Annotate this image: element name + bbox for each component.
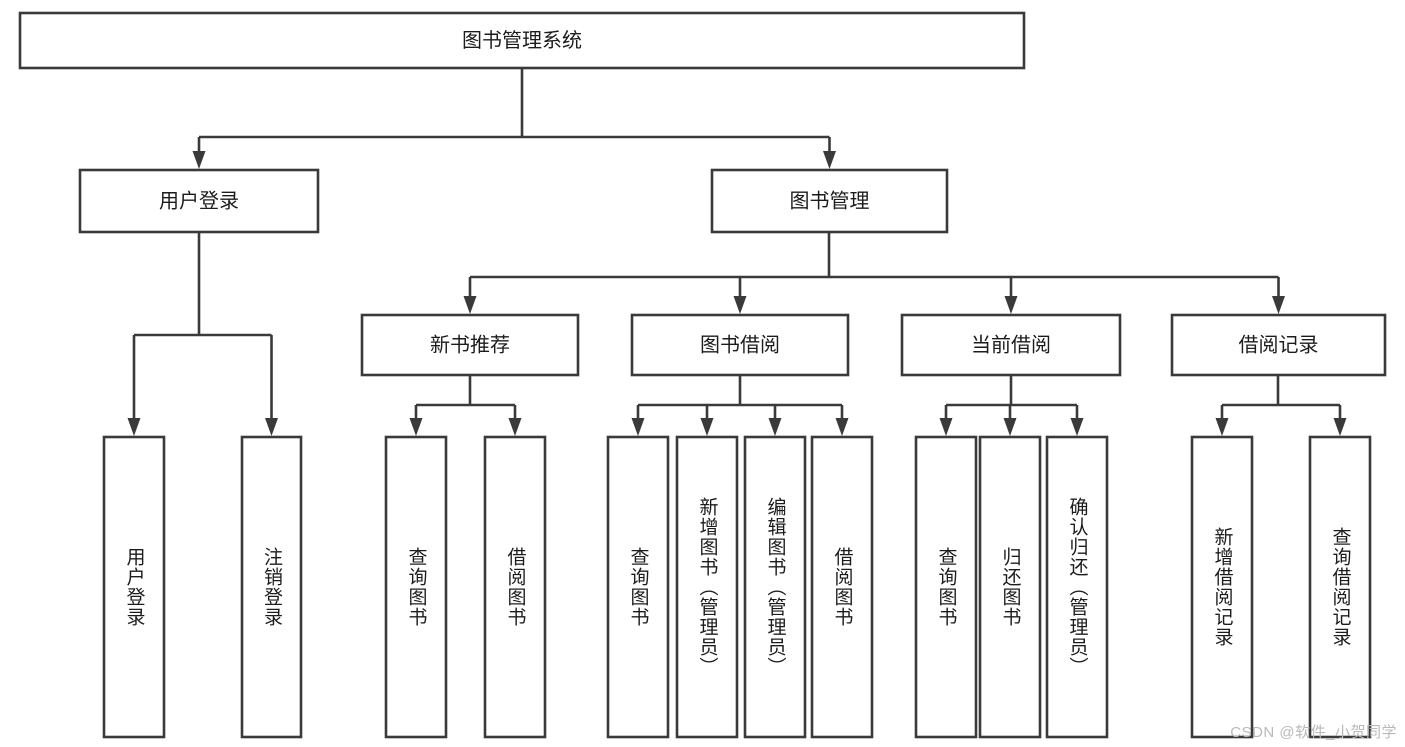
arrow-head-icon	[1070, 418, 1084, 436]
arrow-head-icon	[1004, 296, 1018, 314]
level2-node-0-label: 新书推荐	[430, 333, 510, 356]
leaf-node-8-box[interactable]	[914, 435, 978, 739]
connector-group	[192, 68, 836, 169]
leaf-node-5-box[interactable]	[675, 435, 739, 739]
level2-node-2-label: 当前借阅	[971, 333, 1051, 356]
arrow-head-icon	[192, 151, 206, 169]
arrow-head-icon	[1003, 418, 1017, 436]
node-box-layer	[18, 11, 1387, 739]
root-node-0-box[interactable]	[18, 11, 1026, 70]
arrow-head-icon	[409, 418, 423, 436]
connector-layer	[127, 68, 1347, 436]
arrow-head-icon	[1272, 296, 1285, 314]
connector-group	[1215, 375, 1347, 436]
leaf-node-10-box[interactable]	[1045, 435, 1109, 739]
leaf-node-11-box[interactable]	[1190, 435, 1254, 739]
arrow-head-icon	[1333, 418, 1347, 436]
arrow-head-icon	[768, 418, 782, 436]
leaf-node-4-box[interactable]	[606, 435, 670, 739]
arrow-head-icon	[127, 418, 141, 436]
level1-node-1-label: 图书管理	[790, 189, 870, 212]
leaf-node-2-box[interactable]	[384, 435, 448, 739]
connector-group	[127, 232, 278, 436]
arrow-head-icon	[733, 296, 747, 314]
level2-node-0-box[interactable]	[360, 313, 580, 377]
level1-node-1-box[interactable]	[710, 168, 949, 234]
connector-group	[631, 375, 849, 436]
arrow-head-icon	[1215, 418, 1229, 436]
arrow-head-icon	[508, 418, 522, 436]
level1-node-0-box[interactable]	[78, 168, 320, 234]
arrow-head-icon	[823, 151, 836, 169]
level2-node-3-box[interactable]	[1170, 313, 1387, 377]
connector-group	[939, 375, 1084, 436]
level1-node-0-label: 用户登录	[159, 189, 239, 212]
arrow-head-icon	[700, 418, 714, 436]
level2-node-3-label: 借阅记录	[1239, 333, 1319, 356]
arrow-head-icon	[265, 418, 278, 436]
leaf-node-12-box[interactable]	[1308, 435, 1372, 739]
leaf-node-1-box[interactable]	[240, 435, 303, 739]
level2-node-1-label: 图书借阅	[700, 333, 780, 356]
leaf-node-3-box[interactable]	[483, 435, 547, 739]
arrow-head-icon	[631, 418, 645, 436]
arrow-head-icon	[939, 418, 953, 436]
level2-node-1-box[interactable]	[630, 313, 850, 377]
arrow-head-icon	[835, 418, 849, 436]
leaf-node-9-box[interactable]	[978, 435, 1042, 739]
connector-group	[463, 232, 1285, 314]
arrow-head-icon	[463, 296, 477, 314]
leaf-node-6-box[interactable]	[743, 435, 807, 739]
root-node-0-label: 图书管理系统	[462, 29, 582, 52]
leaf-node-7-box[interactable]	[810, 435, 874, 739]
level2-node-2-box[interactable]	[900, 313, 1122, 377]
csdn-watermark: CSDN @软件_小贺同学	[1230, 724, 1397, 741]
connector-group	[409, 375, 522, 436]
leaf-node-0-box[interactable]	[102, 435, 166, 739]
